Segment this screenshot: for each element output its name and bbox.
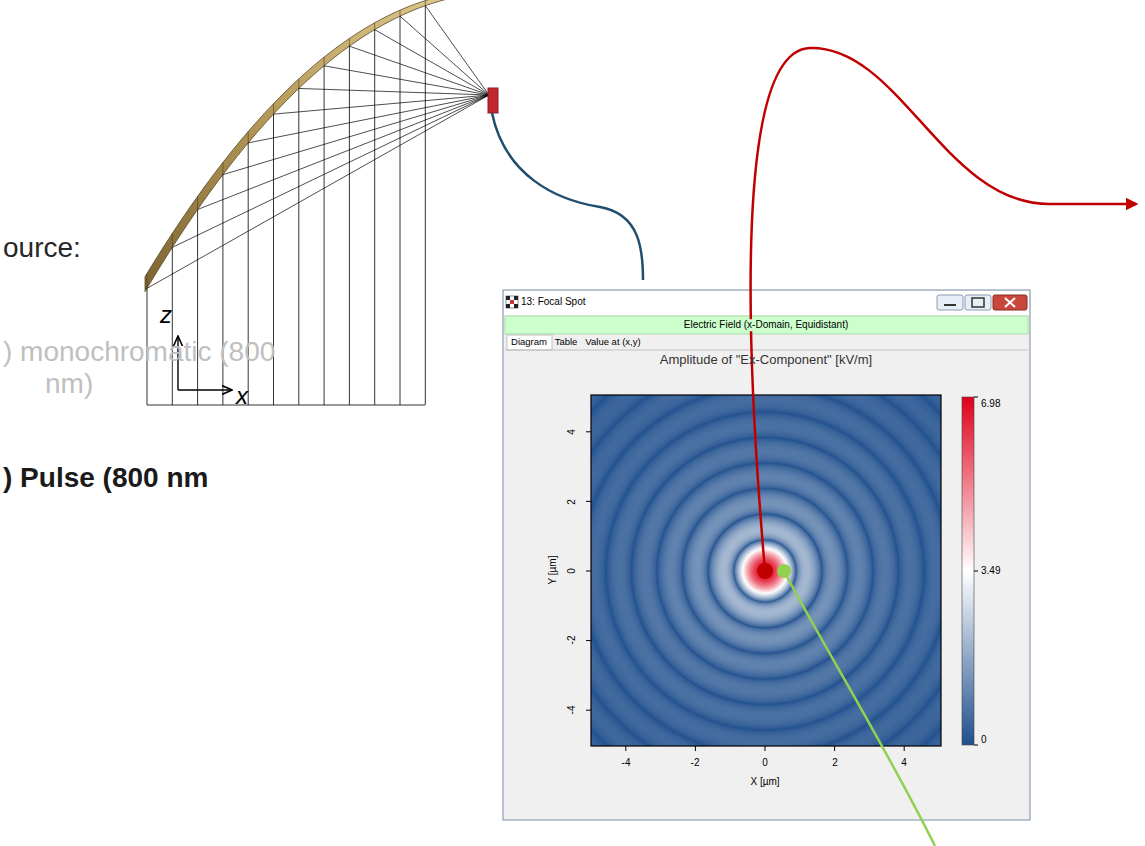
marker-dot xyxy=(757,563,773,579)
heading-text: ource: xyxy=(3,232,81,264)
option-text: ) Pulse (800 nm xyxy=(3,462,208,494)
leader-line xyxy=(492,113,643,280)
tab-label: Table xyxy=(555,337,578,348)
tick-label: 2 xyxy=(832,757,838,769)
tab-label: Diagram xyxy=(511,337,547,348)
colorbar-label: 6.98 xyxy=(981,398,1000,410)
tick-label: 0 xyxy=(566,568,578,574)
detector xyxy=(488,88,498,113)
tick-label: 2 xyxy=(566,499,578,505)
colorbar-label: 3.49 xyxy=(981,565,1000,577)
software-window: 13: Focal SpotElectric Field (x-Domain, … xyxy=(503,290,1030,820)
tick-label: -2 xyxy=(691,757,700,769)
axis-label: z xyxy=(160,301,172,329)
axis-title: Y [µm] xyxy=(547,556,559,585)
window-title: 13: Focal Spot xyxy=(521,296,585,308)
panel-header: Electric Field (x-Domain, Equidistant) xyxy=(684,319,849,331)
option-text: ) monochromatic (800 nm) xyxy=(3,336,315,400)
tab-label: Value at (x,y) xyxy=(585,337,640,348)
plot-title: Amplitude of "Ex-Component" [kV/m] xyxy=(660,353,872,368)
axis-title: X [µm] xyxy=(750,776,779,788)
tick-label: -4 xyxy=(622,757,631,769)
tick-label: -2 xyxy=(566,636,578,645)
marker-dot xyxy=(777,564,791,578)
software-window xyxy=(503,290,1030,820)
tick-label: 0 xyxy=(762,757,768,769)
leader-arrow xyxy=(751,48,1136,571)
tick-label: 4 xyxy=(566,429,578,435)
tick-label: 4 xyxy=(901,757,907,769)
colorbar-label: 0 xyxy=(981,734,987,746)
axis-label: x xyxy=(236,382,248,410)
tick-label: -4 xyxy=(566,706,578,715)
leader-line xyxy=(784,571,935,846)
